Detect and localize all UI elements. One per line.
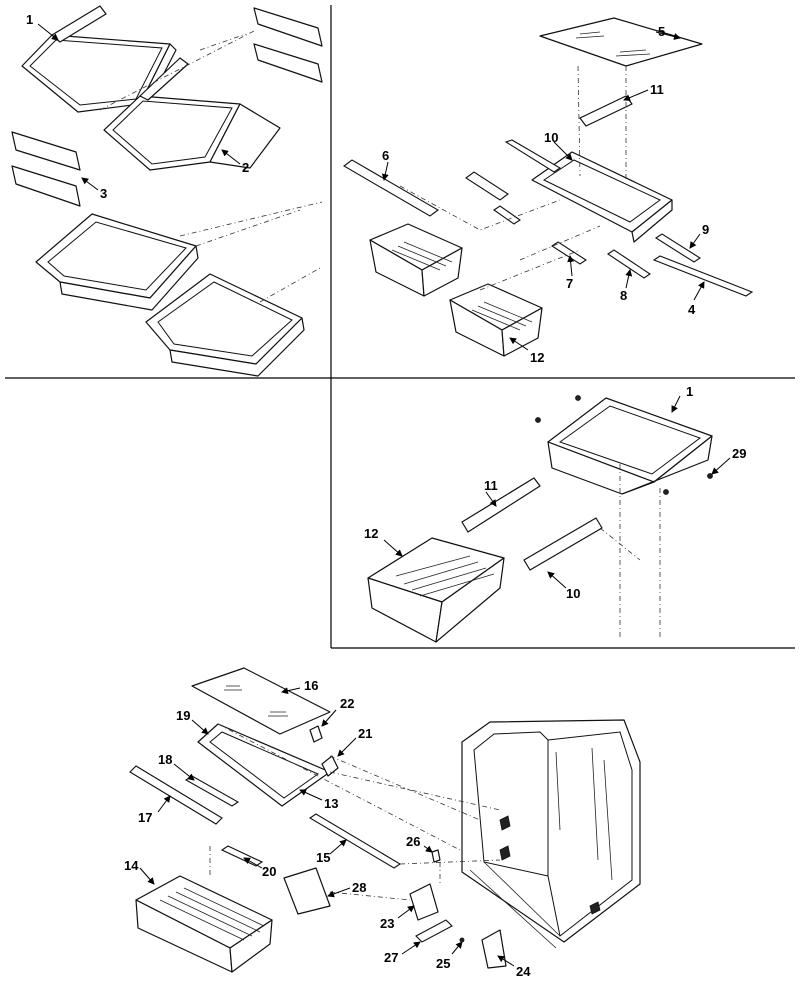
glass-shelf-lower [145, 273, 305, 377]
crisper-drawer-14 [135, 875, 273, 973]
guide-line [329, 755, 481, 821]
callout-label: 29 [732, 446, 746, 461]
clip-7 [550, 241, 588, 265]
quadrant-crisper-assembly [343, 17, 754, 357]
screw [663, 489, 669, 495]
callout-label: 22 [340, 696, 354, 711]
callout-label: 12 [364, 526, 378, 541]
callout-label: 21 [358, 726, 372, 741]
callout-label: 7 [566, 276, 573, 291]
screw [707, 473, 713, 479]
callout-label: 5 [658, 24, 665, 39]
hinge-23 [409, 883, 439, 921]
callout-label: 14 [124, 858, 139, 873]
guide-line [195, 209, 301, 247]
callout-label: 18 [158, 752, 172, 767]
callout-label: 3 [100, 186, 107, 201]
screw [535, 417, 541, 423]
callout-label: 20 [262, 864, 276, 879]
rail-27 [415, 919, 453, 943]
callout-label: 28 [352, 880, 366, 895]
callout-label: 1 [26, 12, 33, 27]
slide-11 [461, 477, 541, 533]
guide-line [179, 201, 323, 237]
rail-4 [652, 255, 754, 297]
guide-line [329, 891, 411, 901]
screw-25 [459, 937, 465, 943]
callout-label: 26 [406, 834, 420, 849]
guide-line [99, 29, 257, 111]
callout-label: 11 [650, 82, 664, 97]
callout-label: 13 [324, 796, 338, 811]
crisper-drawer-12 [449, 283, 543, 357]
callout-label: 27 [384, 950, 398, 965]
callout-label: 25 [436, 956, 450, 971]
quadrant-deli-assembly [367, 395, 713, 643]
rail-9 [654, 233, 702, 263]
clip-22 [309, 725, 323, 743]
guide-line [199, 33, 247, 51]
hinge-24 [481, 929, 507, 969]
glass-shelf-upper [35, 213, 199, 311]
slide-rail [579, 95, 633, 127]
crisper-cover-glass [539, 17, 703, 67]
rail-20 [220, 845, 264, 867]
callout-label: 11 [484, 478, 498, 493]
callout-label: 15 [316, 850, 330, 865]
callout-label: 9 [702, 222, 709, 237]
callout-label: 4 [688, 302, 696, 317]
quadrant-shelves [11, 5, 323, 377]
guide-line [217, 723, 461, 851]
deli-drawer-12 [367, 537, 505, 643]
rail [504, 139, 562, 173]
bracket-21 [321, 755, 339, 777]
callout-label: 1 [686, 384, 693, 399]
guide-line [259, 267, 321, 303]
slide-10 [523, 517, 603, 571]
callout-label: 8 [620, 288, 627, 303]
guide-line [399, 185, 561, 231]
cover-glass-16 [191, 667, 331, 735]
callout-label: 16 [304, 678, 318, 693]
guide-line [599, 527, 641, 561]
screw [575, 395, 581, 401]
leader-lines [37, 23, 731, 967]
callout-label: 10 [566, 586, 580, 601]
crisper-drawer-upper [369, 223, 463, 297]
callout-label: 17 [138, 810, 152, 825]
callout-label: 10 [544, 130, 558, 145]
shelf-2 [103, 57, 281, 171]
guide-line [329, 771, 501, 811]
callout-label: 12 [530, 350, 544, 365]
rail-6 [343, 159, 439, 217]
crisper-frame [531, 151, 673, 243]
cabinet-liner [461, 719, 641, 949]
callout-label: 23 [380, 916, 394, 931]
bracket-28 [283, 867, 331, 915]
trim-pieces [11, 7, 323, 207]
rail-17 [129, 765, 223, 825]
guide-line [479, 249, 581, 291]
guide-line [399, 859, 501, 865]
rail [493, 205, 521, 225]
callout-label: 2 [242, 160, 249, 175]
guide-line [519, 225, 601, 261]
panel-dividers [5, 5, 795, 649]
callout-label: 19 [176, 708, 190, 723]
callout-label: 24 [516, 964, 531, 979]
rail [465, 171, 509, 201]
deli-shelf [547, 397, 713, 495]
callout-labels: 1 2 3 5 11 10 6 9 7 8 4 12 1 29 11 12 10… [26, 12, 746, 979]
callout-label: 6 [382, 148, 389, 163]
clip-26 [431, 849, 441, 863]
bottom-assembly [129, 667, 641, 973]
